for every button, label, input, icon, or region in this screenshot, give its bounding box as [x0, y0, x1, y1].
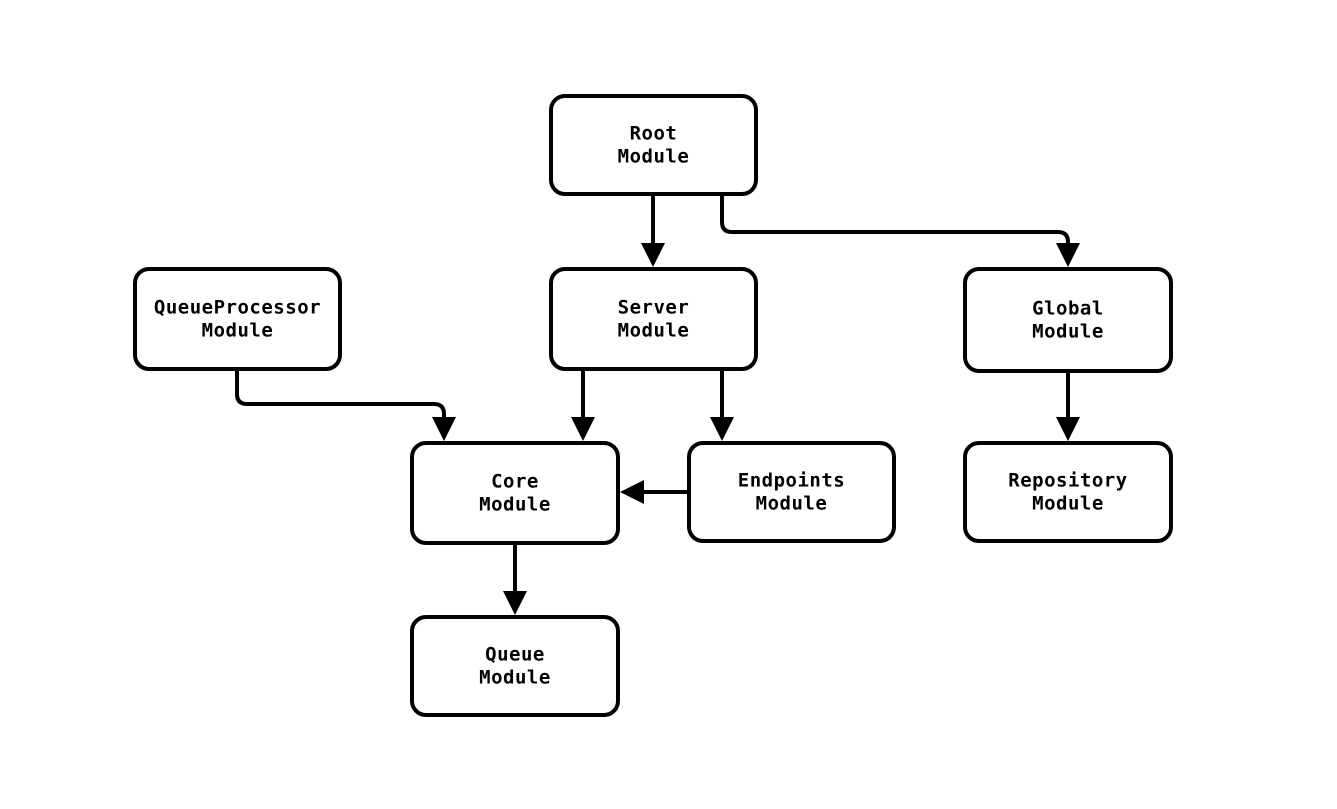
- repository-module-node-label-line1: Repository: [1008, 470, 1127, 492]
- server-module-node-shape[interactable]: [549, 267, 758, 371]
- root-module-node-label-line2: Module: [618, 146, 690, 168]
- edge-server-to-endpoints: Server Module -> Endpoints Module: [710, 371, 734, 441]
- server-module-node-label-line1: Server: [618, 297, 690, 319]
- arrowhead-icon: [710, 417, 734, 441]
- endpoints-module-node-label-line1: Endpoints: [738, 470, 845, 492]
- global-module-node-label-line2: Module: [1032, 321, 1104, 343]
- edges-layer: Root Module -> Server Module Root Module …: [235, 196, 1080, 615]
- queueprocessor-module-node-shape[interactable]: [133, 267, 342, 371]
- queueprocessor-module-node-label-line1: QueueProcessor: [154, 297, 321, 319]
- root-module-node-label-line1: Root: [630, 123, 678, 145]
- global-module-node-label-line1: Global: [1032, 298, 1104, 320]
- arrowhead-icon: [1056, 417, 1080, 441]
- arrowhead-icon: [641, 243, 665, 267]
- edge-queueprocessor-to-core-line: [235, 371, 446, 429]
- root-module-node-shape[interactable]: [549, 94, 758, 196]
- edge-root-to-server: Root Module -> Server Module: [641, 196, 665, 267]
- edge-queueprocessor-to-core: QueueProcessor Module -> Core Module: [235, 371, 456, 441]
- arrowhead-icon: [432, 417, 456, 441]
- queue-module-node-shape[interactable]: [410, 615, 620, 717]
- arrowhead-icon: [571, 417, 595, 441]
- endpoints-module-node-label-line2: Module: [756, 493, 828, 515]
- edge-root-to-global: Root Module -> Global Module: [720, 196, 1080, 267]
- queueprocessor-module-node-label-line2: Module: [202, 320, 274, 342]
- repository-module-node-shape[interactable]: [963, 441, 1173, 543]
- arrowhead-icon: [1056, 243, 1080, 267]
- edge-root-to-global-line: [720, 196, 1070, 255]
- arrowhead-icon: [503, 591, 527, 615]
- arrowhead-icon: [620, 480, 644, 504]
- queue-module-node-label-line2: Module: [479, 667, 551, 689]
- edge-endpoints-to-core: Endpoints Module -> Core Module: [620, 480, 687, 504]
- repository-module-node-label-line2: Module: [1032, 493, 1104, 515]
- queue-module-node-label-line1: Queue: [485, 644, 545, 666]
- core-module-node-label-line1: Core: [491, 471, 539, 493]
- nodes-layer: RootModuleQueueProcessorModuleServerModu…: [133, 94, 1173, 717]
- core-module-node-shape[interactable]: [410, 441, 620, 545]
- core-module-node-label-line2: Module: [479, 494, 551, 516]
- global-module-node-shape[interactable]: [963, 267, 1173, 373]
- edge-global-to-repository: Global Module -> Repository Module: [1056, 373, 1080, 441]
- edge-core-to-queue: Core Module -> Queue Module: [503, 545, 527, 615]
- server-module-node-label-line2: Module: [618, 320, 690, 342]
- endpoints-module-node-shape[interactable]: [687, 441, 896, 543]
- edge-server-to-core: Server Module -> Core Module: [571, 371, 595, 441]
